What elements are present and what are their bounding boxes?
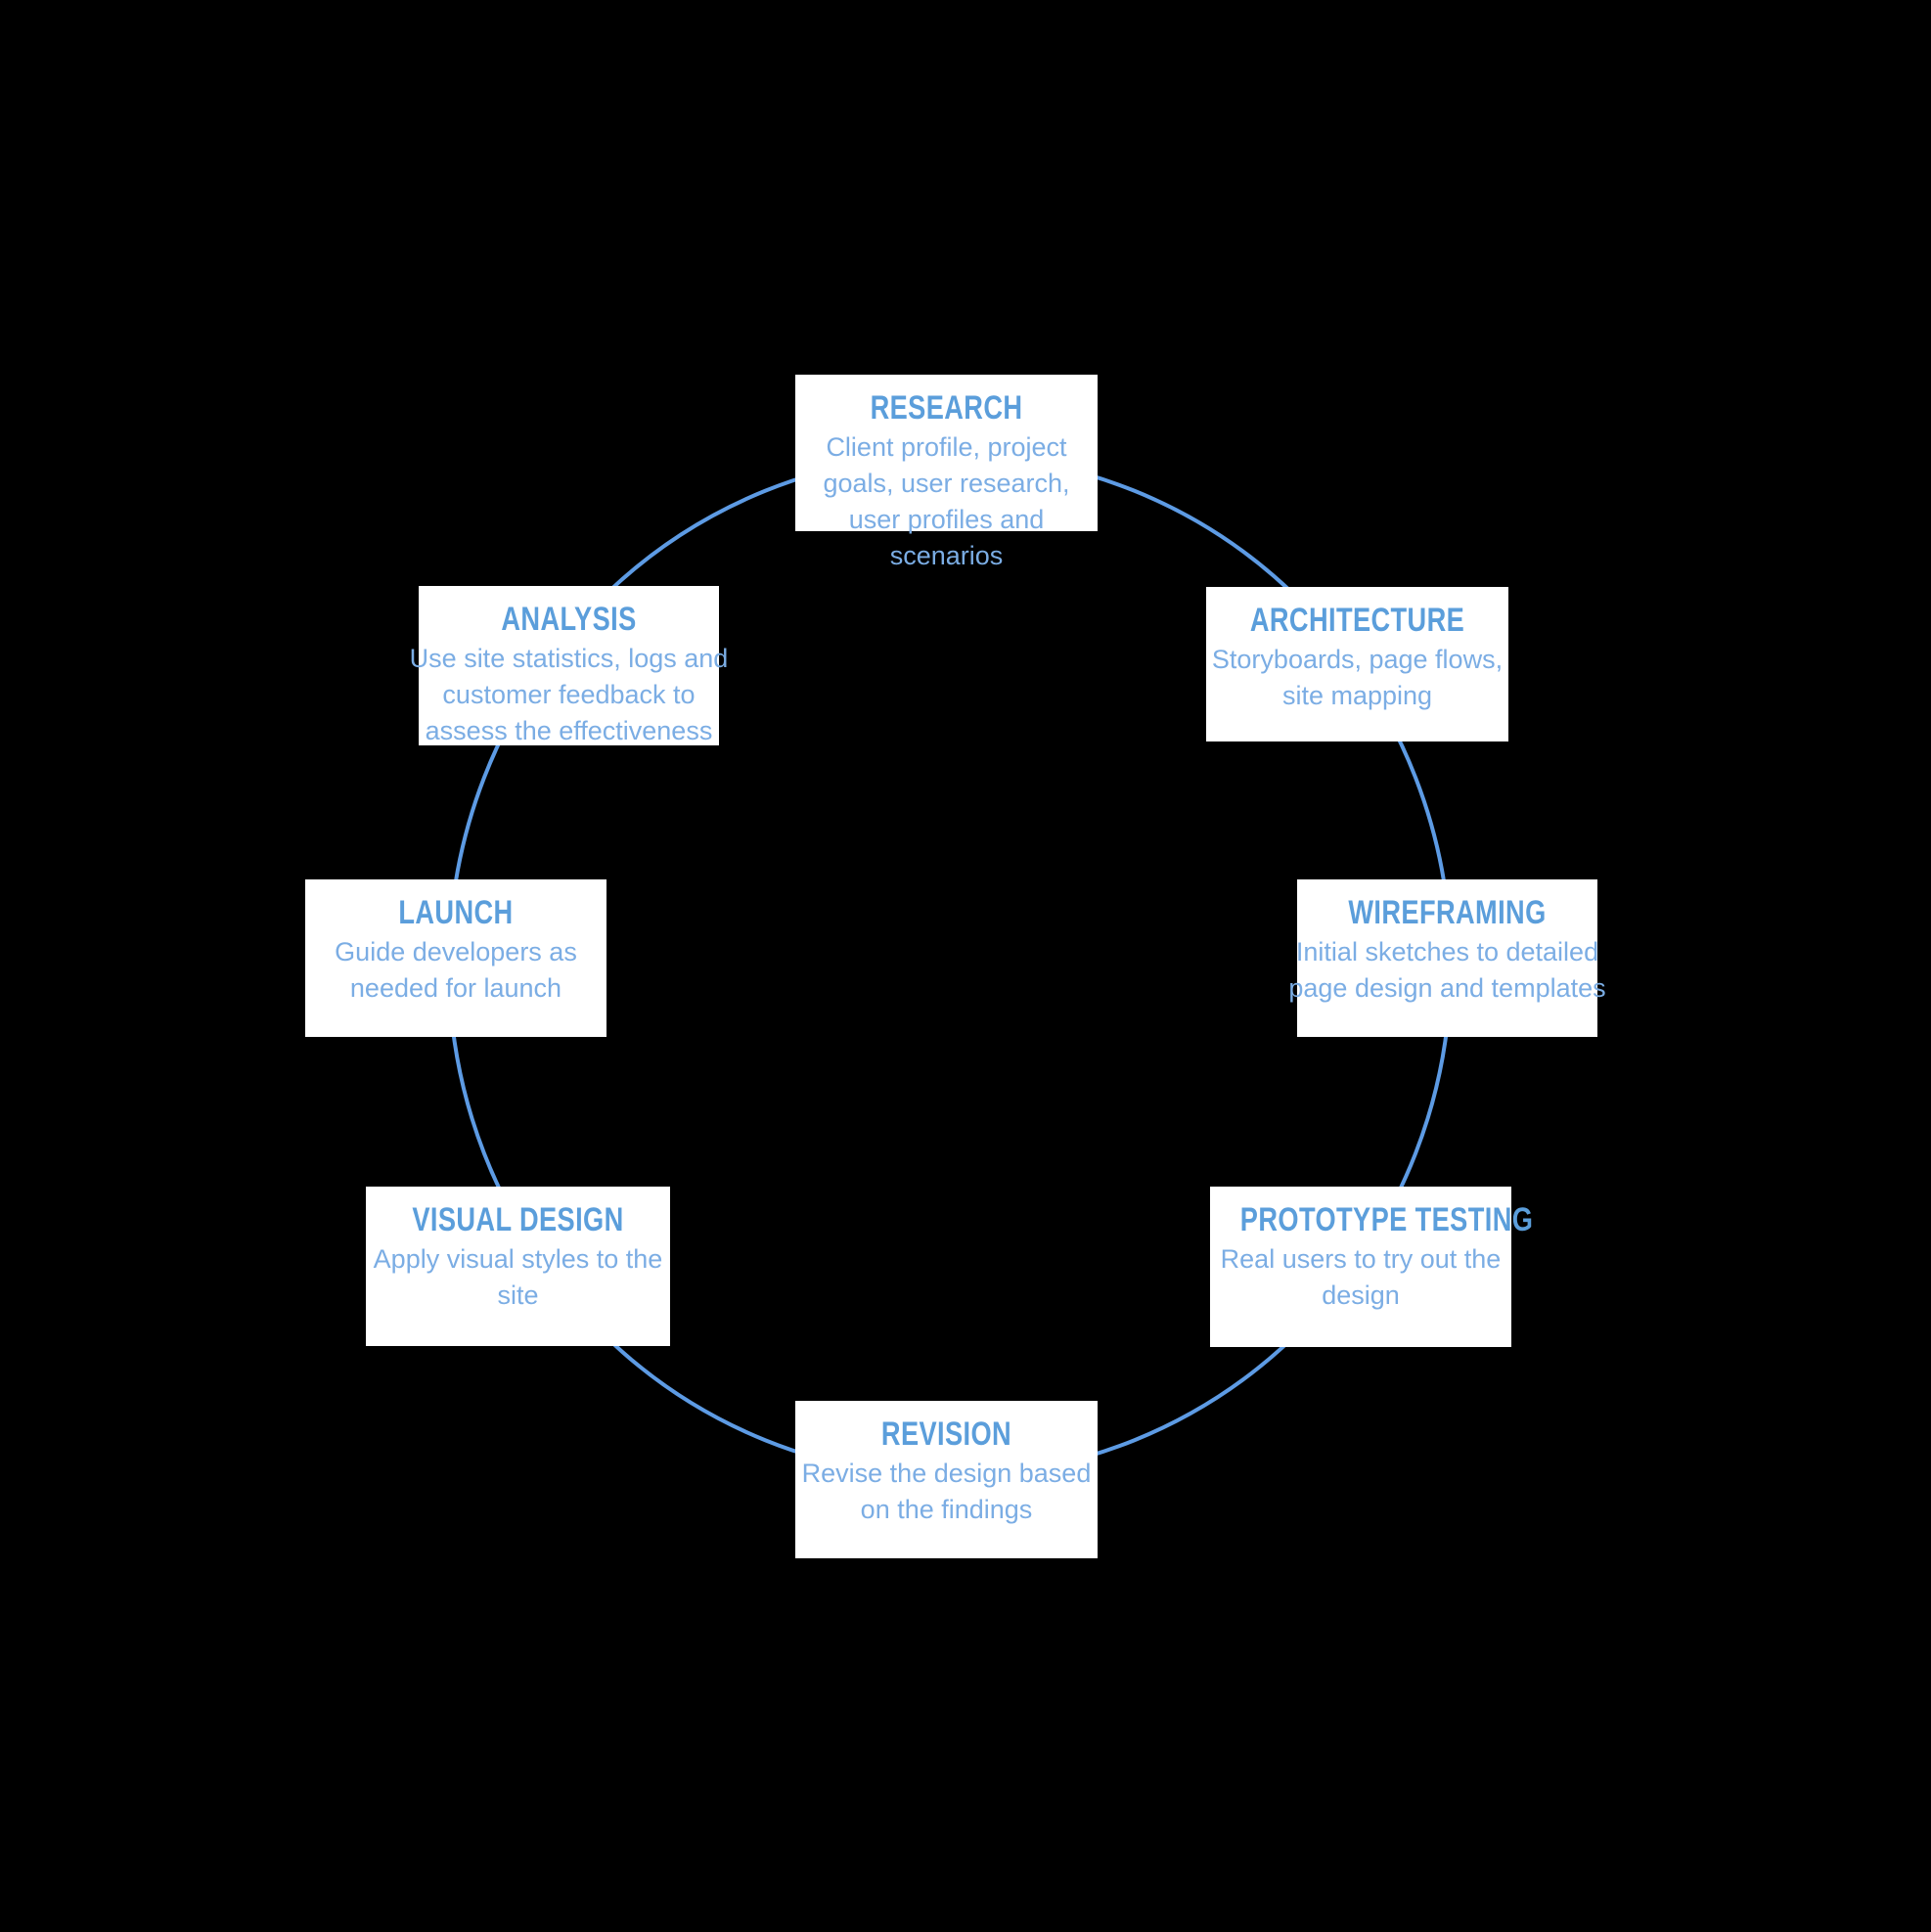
step-box-analysis: ANALYSIS Use site statistics, logs and c… [410, 586, 728, 745]
step-title-launch: LAUNCH [398, 894, 514, 931]
step-box-architecture: ARCHITECTURE Storyboards, page flows, si… [1206, 587, 1508, 741]
step-title-revision: REVISION [880, 1415, 1012, 1453]
step-description-architecture: Storyboards, page flows, site mapping [1211, 645, 1504, 710]
step-title-analysis: ANALYSIS [501, 601, 637, 638]
step-box-revision: REVISION Revise the design based on the … [795, 1401, 1098, 1558]
step-title-visual-design: VISUAL DESIGN [412, 1201, 624, 1238]
step-box-visual-design: VISUAL DESIGN Apply visual styles to the… [366, 1187, 670, 1346]
step-box-research: RESEARCH Client profile, project goals, … [795, 375, 1098, 570]
step-description-analysis: Use site statistics, logs and customer f… [409, 644, 729, 745]
step-box-launch: LAUNCH Guide developers as needed for la… [305, 879, 606, 1037]
step-description-revision: Revise the design based on the findings [801, 1459, 1092, 1524]
step-description-launch: Guide developers as needed for launch [335, 937, 577, 1003]
step-title-prototype-testing: PROTOTYPE TESTING [1239, 1201, 1534, 1238]
step-title-architecture: ARCHITECTURE [1249, 602, 1465, 639]
step-box-wireframing: WIREFRAMING Initial sketches to detailed… [1288, 879, 1606, 1037]
step-description-research: Client profile, project goals, user rese… [823, 432, 1070, 570]
step-title-wireframing: WIREFRAMING [1348, 894, 1547, 931]
step-description-visual-design: Apply visual styles to the site [373, 1244, 663, 1310]
step-box-prototype-testing: PROTOTYPE TESTING Real users to try out … [1210, 1187, 1534, 1347]
step-description-wireframing: Initial sketches to detailed page design… [1288, 937, 1606, 1003]
step-description-prototype-testing: Real users to try out the design [1220, 1244, 1502, 1310]
step-title-research: RESEARCH [870, 389, 1023, 427]
